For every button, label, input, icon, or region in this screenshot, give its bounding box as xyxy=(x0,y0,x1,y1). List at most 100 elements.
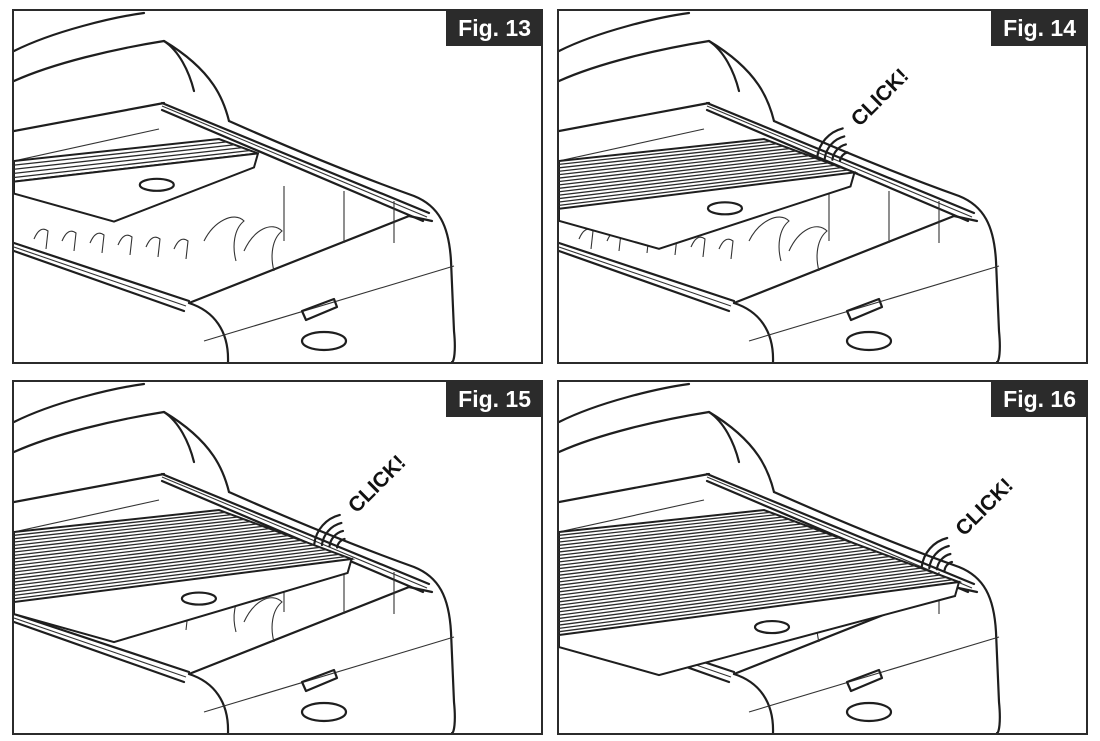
cover-slat xyxy=(14,555,346,600)
truck-body-side xyxy=(187,119,456,362)
cover-slat xyxy=(559,534,834,570)
cover-slat xyxy=(559,143,777,169)
cover-slat xyxy=(559,157,816,189)
sound-wave-icon xyxy=(313,513,341,545)
bed-interior xyxy=(33,186,395,272)
figure-panel-13: Fig. 13 xyxy=(12,9,543,364)
cover-slat xyxy=(559,145,784,172)
figure-panel-15: CLICK! Fig. 15 xyxy=(12,380,543,735)
cover-slat xyxy=(559,579,953,633)
cover-slat xyxy=(14,546,321,587)
bed-interior xyxy=(578,186,940,272)
click-annotation: CLICK! xyxy=(920,474,1018,572)
logo-badge-icon xyxy=(753,619,791,635)
cover-slat xyxy=(14,518,245,546)
side-rail-near xyxy=(14,241,191,313)
cover-slat xyxy=(559,572,934,623)
cover-handle-bar xyxy=(559,171,856,250)
truck-bed-illustration: CLICK! xyxy=(559,11,1001,362)
cover-slat xyxy=(559,541,853,580)
figure-label: Fig. 14 xyxy=(991,11,1086,46)
cover-handle-bar xyxy=(14,557,353,644)
cover-slat xyxy=(559,567,922,616)
cover-slat xyxy=(559,169,849,207)
cover-slat xyxy=(559,518,790,546)
sound-wave-icon xyxy=(816,127,844,159)
cover-slat xyxy=(559,520,796,550)
click-annotation: CLICK! xyxy=(313,451,411,549)
sound-wave-icon xyxy=(920,536,949,568)
sound-wave-icon xyxy=(320,521,343,547)
cover-slat xyxy=(14,551,333,593)
cover-slat xyxy=(559,574,941,626)
cover-slat xyxy=(559,523,802,553)
cover-slat xyxy=(14,149,251,179)
figure-panel-16: CLICK! Fig. 16 xyxy=(557,380,1088,735)
cover-slat xyxy=(14,541,308,580)
cover-slat xyxy=(559,140,771,166)
cover-slat xyxy=(559,560,903,606)
roller-cover xyxy=(14,137,259,183)
logo-badge-icon xyxy=(138,177,175,192)
cover-slat xyxy=(559,166,842,203)
cover-slat xyxy=(14,544,314,583)
cover-slat xyxy=(14,553,340,597)
cover-slat xyxy=(559,544,859,583)
cover-slat xyxy=(559,532,827,566)
logo-badge-icon xyxy=(706,201,744,216)
cover-slat xyxy=(559,537,840,573)
click-label: CLICK! xyxy=(847,64,914,131)
cover-handle-bar xyxy=(14,152,260,223)
truck-body-side xyxy=(187,490,456,733)
cover-slat xyxy=(559,527,815,560)
cover-slat xyxy=(559,539,846,576)
truck-bed-illustration xyxy=(14,11,456,362)
cover-slat xyxy=(559,511,771,536)
cover-slat xyxy=(559,548,872,590)
cover-slat xyxy=(14,521,251,550)
side-rail-far xyxy=(160,101,431,223)
cover-slat xyxy=(559,558,897,603)
sound-wave-icon xyxy=(935,552,952,571)
truck-body-side xyxy=(732,119,1001,362)
cover-slat xyxy=(14,146,243,175)
cover-slat xyxy=(14,539,302,577)
cover-slat xyxy=(14,144,235,170)
cover-slat xyxy=(559,562,909,610)
cover-slat xyxy=(14,511,226,536)
cover-slat xyxy=(559,525,809,556)
cover-slat xyxy=(14,532,283,567)
figure-panel-14: CLICK! Fig. 14 xyxy=(557,9,1088,364)
click-label: CLICK! xyxy=(951,474,1018,541)
cover-slat xyxy=(559,155,810,186)
sound-wave-icon xyxy=(831,143,847,161)
sound-wave-icon xyxy=(943,560,954,572)
cover-slat xyxy=(559,159,823,193)
figure-label: Fig. 13 xyxy=(446,11,541,46)
side-rail-near xyxy=(559,241,736,313)
logo-badge-icon xyxy=(180,591,218,606)
click-label: CLICK! xyxy=(344,451,411,518)
cover-slat xyxy=(559,551,878,593)
cover-slat xyxy=(559,152,803,183)
cover-slat xyxy=(559,555,890,600)
sound-wave-icon xyxy=(823,135,846,160)
cover-slat xyxy=(14,528,270,560)
cover-slat xyxy=(14,530,276,563)
cover-slat xyxy=(559,164,836,200)
cover-handle-bar xyxy=(559,580,961,677)
cover-slat xyxy=(14,141,227,166)
cover-slat xyxy=(559,513,777,540)
cover-slat xyxy=(559,516,783,543)
cover-slat xyxy=(559,546,865,586)
sound-wave-icon xyxy=(336,537,346,549)
sound-wave-icon xyxy=(838,151,849,163)
cover-slat xyxy=(559,162,829,196)
cover-slat xyxy=(14,537,295,573)
cover-slat xyxy=(14,525,264,557)
figure-label: Fig. 15 xyxy=(446,382,541,417)
cover-slat xyxy=(559,530,821,563)
figure-label: Fig. 16 xyxy=(991,382,1086,417)
side-rail-near xyxy=(14,612,191,684)
cover-slat xyxy=(559,569,928,620)
